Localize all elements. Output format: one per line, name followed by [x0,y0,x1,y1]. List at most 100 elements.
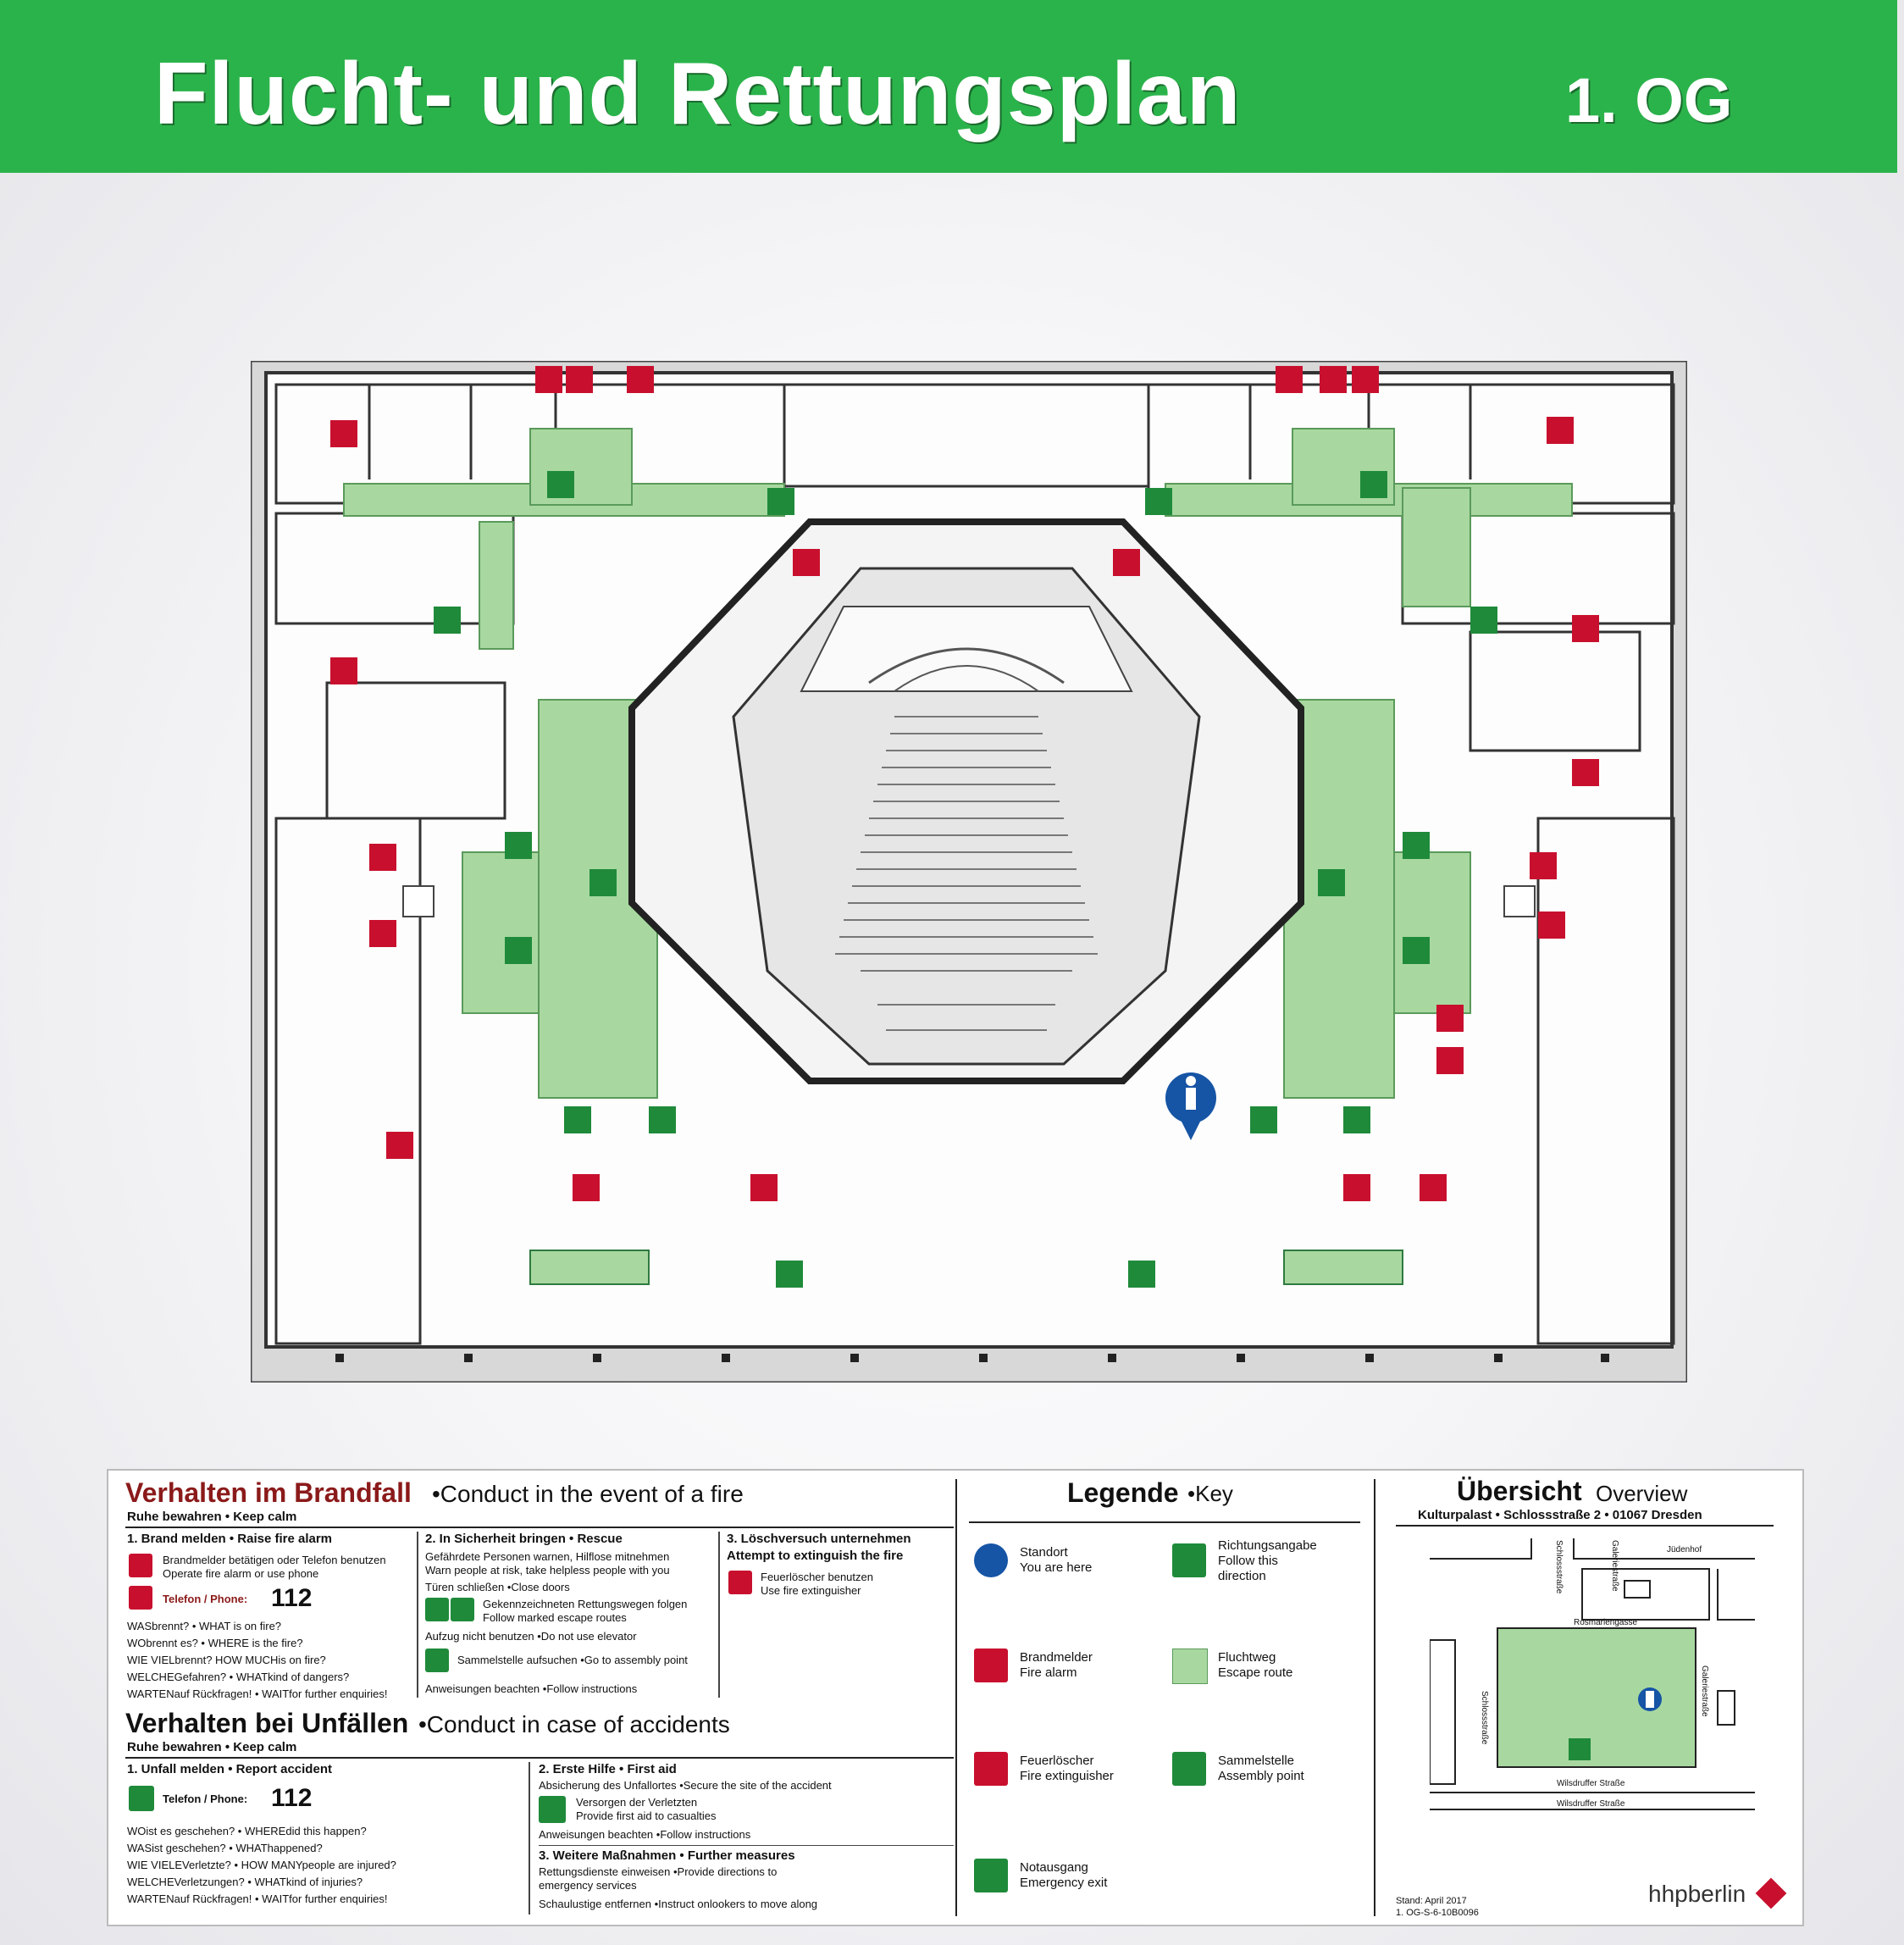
legend-assembly-de: Sammelstelle [1218,1754,1295,1768]
fire-s2-l1: Gefährdete Personen warnen, Hilflose mit… [425,1550,670,1563]
legend-direction-de: Richtungsangabe [1218,1538,1317,1553]
fire-phone-label: Telefon / Phone: [163,1593,248,1605]
fire-s3-head2: Attempt to extinguish the fire [727,1549,904,1563]
overview-address: Kulturpalast • Schlossstraße 2 • 01067 D… [1418,1508,1702,1522]
fire-s2-l3: Türen schließen •Close doors [425,1581,570,1593]
fire-alarm-icon [129,1554,152,1577]
overview-street-juedenhof: Jüdenhof [1667,1545,1702,1554]
fire-q4: WELCHEGefahren? • WHATkind of dangers? [127,1671,350,1683]
accident-s1-head: 1. Unfall melden • Report accident [127,1762,332,1776]
fire-s2-l7: Sammelstelle aufsuchen •Go to assembly p… [457,1654,688,1666]
floor-label: 1. OG [1565,65,1733,136]
assembly-point-icon [1172,1752,1206,1786]
overview-code: 1. OG-S-6-10B0096 [1396,1908,1479,1918]
fire-s3-head1: 3. Löschversuch unternehmen [727,1532,911,1546]
fire-calm: Ruhe bewahren • Keep calm [127,1510,297,1524]
accident-s3-l3: Schaulustige entfernen •Instruct onlooke… [539,1898,818,1910]
fire-col-divider-2 [718,1532,720,1698]
overview-street-galerie-top: Galeriestraße [1610,1540,1619,1592]
accident-s3-l1: Rettungsdienste einweisen •Provide direc… [539,1865,778,1878]
accident-calm: Ruhe bewahren • Keep calm [127,1740,297,1754]
accident-rule [125,1757,954,1759]
legend-title-en: •Key [1187,1481,1233,1506]
overview-map: Jüdenhof Rosmariengasse Schlossstraße Sc… [1430,1538,1755,1810]
fire-s3-l2: Use fire extinguisher [761,1584,861,1597]
brand-mark-icon [1755,1877,1787,1909]
legend-route-en: Escape route [1218,1665,1293,1680]
legend-extinguisher-en: Fire extinguisher [1020,1769,1114,1783]
accident-s3-rule [539,1845,954,1846]
fire-s1-head: 1. Brand melden • Raise fire alarm [127,1532,333,1546]
accident-q3: WIE VIELEVerletzte? • HOW MANYpeople are… [127,1859,396,1871]
overview-street-wilsdruffer-1: Wilsdruffer Straße [1557,1779,1625,1788]
header-bar: Flucht- und Rettungsplan 1. OG [0,0,1897,175]
accident-col-divider [529,1762,530,1915]
direction-arrow-icon [451,1598,474,1621]
accident-title-en: •Conduct in case of accidents [418,1711,730,1737]
overview-street-wilsdruffer-2: Wilsdruffer Straße [1557,1799,1625,1809]
fire-title-en: •Conduct in the event of a fire [432,1481,744,1507]
accident-q5: WARTENauf Rückfragen! • WAITfor further … [127,1892,388,1905]
overview-street-galerie: Galeriestraße [1700,1665,1709,1717]
legend-box: Verhalten im Brandfall •Conduct in the e… [107,1469,1804,1926]
accident-phone-label: Telefon / Phone: [163,1793,248,1805]
accident-s2-l2: Versorgen der Verletzten [576,1796,698,1809]
accident-s2-head: 2. Erste Hilfe • First aid [539,1762,677,1776]
fire-extinguisher-icon [728,1571,752,1594]
phone-icon [129,1786,154,1811]
floor-plan [251,361,1687,1383]
legend-alarm-de: Brandmelder [1020,1650,1093,1665]
accident-q1: WOist es geschehen? • WHEREdid this happ… [127,1825,367,1837]
accident-s3-head: 3. Weitere Maßnahmen • Further measures [539,1848,795,1863]
fire-extinguisher-icon [974,1752,1008,1786]
accident-q4: WELCHEVerletzungen? • WHATkind of injuri… [127,1876,363,1888]
fire-q5: WARTENauf Rückfragen! • WAITfor further … [127,1687,388,1700]
emergency-exit-icon [974,1859,1008,1892]
legend-rule [969,1521,1360,1523]
fire-s2-l4: Gekennzeichneten Rettungswegen folgen [483,1598,688,1610]
fire-phone-number: 112 [271,1584,313,1612]
emergency-exit-icon [425,1598,449,1621]
overview-stand: Stand: April 2017 [1396,1896,1467,1906]
fire-rule [125,1527,954,1528]
accident-s2-l4: Anweisungen beachten •Follow instruction… [539,1828,751,1841]
accident-s2-l3: Provide first aid to casualties [576,1809,717,1822]
legend-divider-2 [1374,1479,1375,1916]
fire-s2-l5: Follow marked escape routes [483,1611,627,1624]
legend-title: Legende [1067,1477,1179,1508]
accident-q2: WASist geschehen? • WHAThappened? [127,1842,323,1854]
fire-q1: WASbrennt? • WHAT is on fire? [127,1620,282,1632]
fire-s2-head: 2. In Sicherheit bringen • Rescue [425,1532,623,1546]
legend-exit-en: Emergency exit [1020,1876,1108,1890]
plan-title: Flucht- und Rettungsplan [154,45,1242,143]
legend-assembly-en: Assembly point [1218,1769,1304,1783]
fire-s1-l1: Brandmelder betätigen oder Telefon benut… [163,1554,386,1566]
fire-alarm-icon [974,1649,1008,1682]
escape-route-swatch [1172,1649,1208,1684]
overview-title: Übersicht [1457,1476,1582,1506]
legend-standort-en: You are here [1020,1560,1093,1575]
legend-route-de: Fluchtweg [1218,1650,1276,1665]
overview-title-en: Overview [1596,1481,1688,1506]
legend-standort-de: Standort [1020,1545,1068,1560]
accident-s2-l1: Absicherung des Unfallortes •Secure the … [539,1779,832,1792]
brand-logo: hhpberlin [1648,1881,1746,1907]
fire-col-divider-1 [417,1532,418,1698]
fire-s3-l1: Feuerlöscher benutzen [761,1571,873,1583]
fire-s2-l8: Anweisungen beachten •Follow instruction… [425,1682,638,1695]
direction-arrow-icon [1172,1543,1206,1577]
legend-exit-de: Notausgang [1020,1860,1088,1875]
phone-icon [129,1586,152,1610]
accident-s3-l2: emergency services [539,1879,637,1892]
fire-s1-l2: Operate fire alarm or use phone [163,1567,319,1580]
fire-s2-l2: Warn people at risk, take helpless peopl… [425,1564,670,1577]
overview-street-rosmariengasse: Rosmariengasse [1574,1618,1637,1627]
legend-alarm-en: Fire alarm [1020,1665,1077,1680]
fire-s2-l6: Aufzug nicht benutzen •Do not use elevat… [425,1630,637,1643]
overview-street-schloss-top: Schlossstraße [1554,1540,1564,1594]
legend-extinguisher-de: Feuerlöscher [1020,1754,1094,1768]
accident-title: Verhalten bei Unfällen [125,1708,409,1738]
overview-street-schloss: Schlossstraße [1480,1691,1489,1745]
fire-title: Verhalten im Brandfall [125,1477,412,1508]
fire-q2: WObrennt es? • WHERE is the fire? [127,1637,303,1649]
